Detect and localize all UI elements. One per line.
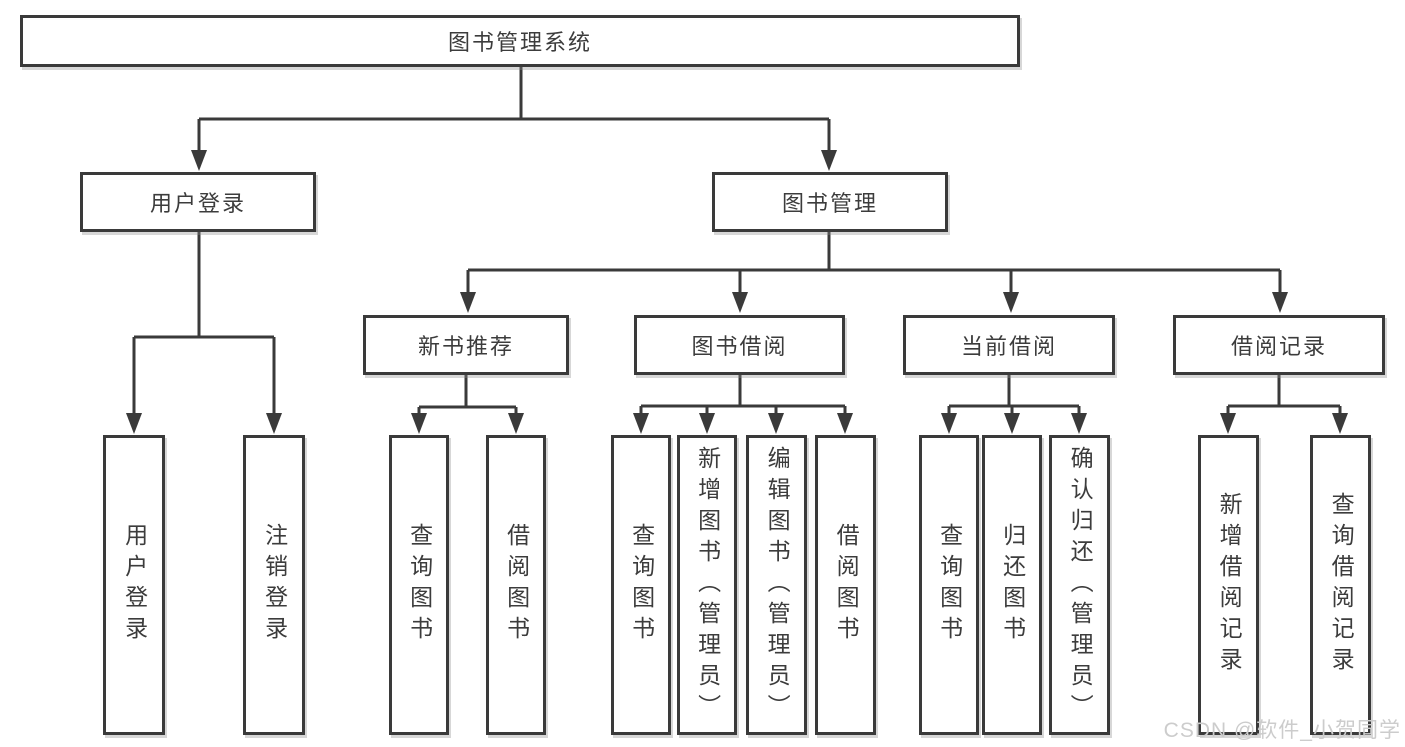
leaf-confirm-return-admin: 确认归还（管理员） [1049,435,1110,735]
node-book-management: 图书管理 [712,172,948,232]
node-label: 查询借阅记录 [1328,492,1355,678]
leaf-add-borrow-record: 新增借阅记录 [1198,435,1259,735]
leaf-query-books-recommend: 查询图书 [389,435,449,735]
leaf-query-borrow-record: 查询借阅记录 [1310,435,1371,735]
node-label: 新增图书（管理员） [694,445,721,725]
node-label: 新书推荐 [417,334,514,359]
node-label: 用户登录 [149,191,246,216]
leaf-edit-book-admin: 编辑图书（管理员） [746,435,807,735]
node-current-borrow: 当前借阅 [903,315,1115,375]
node-label: 借阅记录 [1230,334,1327,359]
node-book-management-system: 图书管理系统 [20,15,1020,67]
node-label: 查询图书 [406,523,433,647]
leaf-return-book: 归还图书 [982,435,1042,735]
node-label: 借阅图书 [833,523,860,647]
node-label: 借阅图书 [503,523,530,647]
node-label: 图书借阅 [691,334,788,359]
node-label: 注销登录 [261,523,288,647]
node-new-book-recommend: 新书推荐 [363,315,569,375]
leaf-logout: 注销登录 [243,435,305,735]
node-label: 图书管理系统 [447,30,592,55]
leaf-user-login: 用户登录 [103,435,165,735]
leaf-query-books-borrow: 查询图书 [611,435,671,735]
node-label: 用户登录 [121,523,148,647]
node-label: 归还图书 [999,523,1026,647]
node-label: 编辑图书（管理员） [764,445,791,725]
node-label: 图书管理 [781,191,878,216]
node-label: 确认归还（管理员） [1067,445,1094,725]
node-user-login: 用户登录 [80,172,316,232]
node-label: 当前借阅 [960,334,1057,359]
csdn-watermark: CSDN @软件_小贺同学 [1163,719,1401,742]
node-book-borrow: 图书借阅 [634,315,845,375]
node-label: 查询图书 [936,523,963,647]
leaf-query-books-current: 查询图书 [919,435,979,735]
leaf-borrow-books-2: 借阅图书 [815,435,876,735]
node-borrow-records: 借阅记录 [1173,315,1385,375]
leaf-borrow-books-recommend: 借阅图书 [486,435,546,735]
node-label: 新增借阅记录 [1216,492,1243,678]
node-label: 查询图书 [628,523,655,647]
leaf-add-book-admin: 新增图书（管理员） [677,435,737,735]
